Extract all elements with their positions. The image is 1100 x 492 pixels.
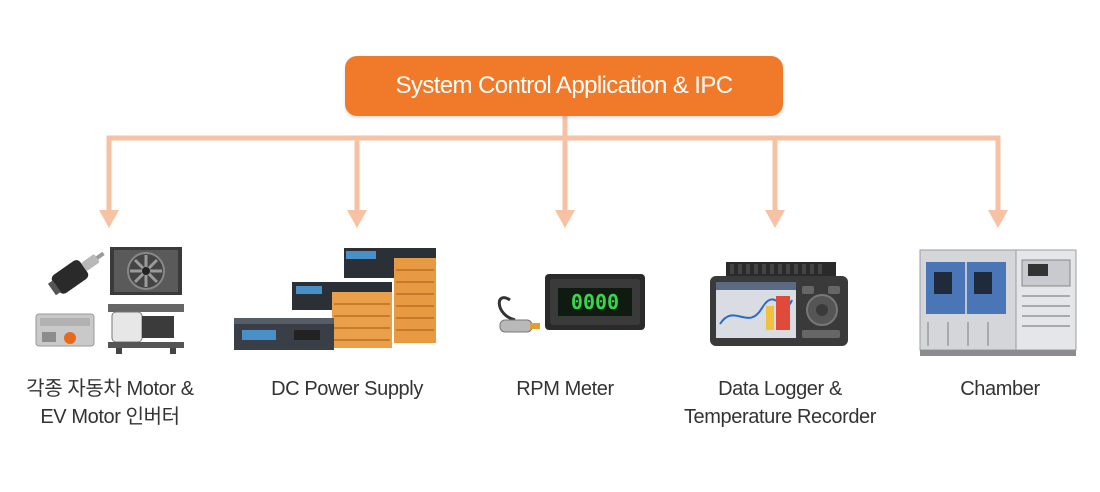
arrow-head-rpm [555, 210, 575, 228]
data-logger-icon [710, 262, 848, 346]
system-control-label: System Control Application & IPC [395, 72, 734, 99]
device-label-chamber: Chamber [960, 378, 1040, 400]
arrow-head-chamber [988, 210, 1008, 228]
arrow-head-dc-power [347, 210, 367, 228]
rpm-meter-icon: 0000 [497, 274, 645, 333]
device-label-motor: 각종 자동차 Motor & EV Motor 인버터 [26, 378, 194, 428]
arrow-head-logger [765, 210, 785, 228]
chamber-icon [919, 249, 1077, 356]
motor-inverter-icon [35, 247, 184, 354]
arrow-head-motor [99, 210, 119, 228]
device-label-rpm: RPM Meter [516, 378, 614, 400]
dc-power-supply-icon [234, 248, 436, 350]
system-control-box: System Control Application & IPC [345, 56, 783, 116]
device-label-logger: Data Logger & Temperature Recorder [683, 378, 877, 428]
rpm-display-value: 0000 [571, 290, 619, 314]
device-label-dc-power: DC Power Supply [271, 378, 423, 400]
